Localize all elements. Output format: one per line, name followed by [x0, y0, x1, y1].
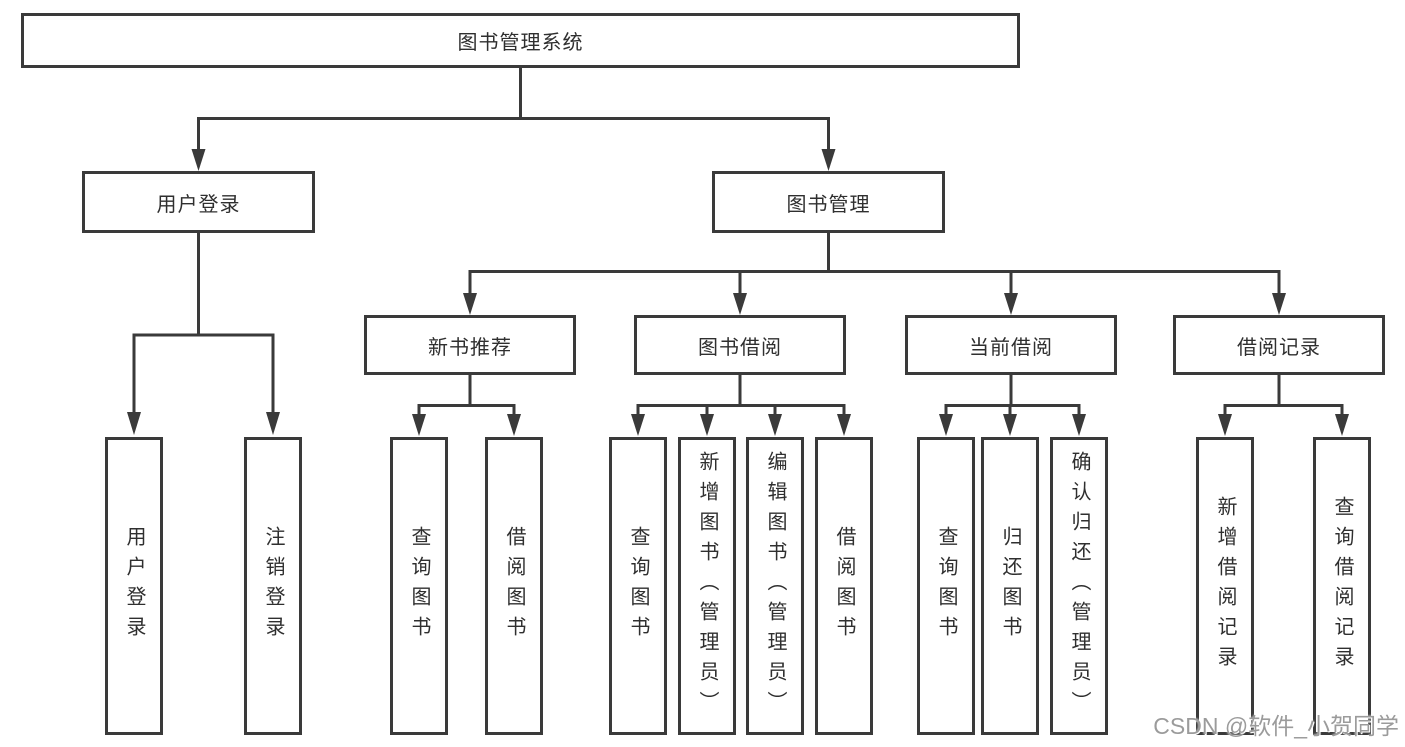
- leaf-label: 新增图书（管理员）: [696, 451, 718, 721]
- leaf-label: 查询图书: [935, 526, 957, 646]
- node-library-system: 图书管理系统: [21, 13, 1020, 68]
- leaf-edit-books-admin: 编辑图书（管理员）: [746, 437, 804, 735]
- leaf-query-borrow-record: 查询借阅记录: [1313, 437, 1371, 735]
- leaf-label: 新增借阅记录: [1214, 496, 1236, 676]
- leaf-label: 查询借阅记录: [1331, 496, 1353, 676]
- leaf-add-borrow-record: 新增借阅记录: [1196, 437, 1254, 735]
- node-label: 用户登录: [156, 193, 241, 216]
- leaf-label: 归还图书: [999, 526, 1021, 646]
- leaf-user-login: 用户登录: [105, 437, 163, 735]
- leaf-label: 查询图书: [627, 526, 649, 646]
- node-current-borrow: 当前借阅: [905, 315, 1117, 375]
- leaf-label: 用户登录: [123, 526, 145, 646]
- node-book-borrow: 图书借阅: [634, 315, 846, 375]
- node-user-login: 用户登录: [82, 171, 315, 233]
- connector-arrowheads: [127, 149, 1349, 436]
- node-label: 借阅记录: [1237, 336, 1321, 359]
- node-label: 图书管理: [786, 193, 871, 216]
- node-label: 图书管理系统: [457, 32, 584, 54]
- node-label: 新书推荐: [428, 336, 512, 359]
- leaf-logout: 注销登录: [244, 437, 302, 735]
- csdn-watermark: CSDN @软件_小贺同学: [1153, 713, 1399, 739]
- leaf-return-books: 归还图书: [981, 437, 1039, 735]
- leaf-borrow-books: 借阅图书: [815, 437, 873, 735]
- node-label: 图书借阅: [698, 336, 782, 359]
- node-label: 当前借阅: [969, 336, 1053, 359]
- connector-lines: [132, 68, 1344, 415]
- leaf-label: 编辑图书（管理员）: [764, 451, 786, 721]
- leaf-add-books-admin: 新增图书（管理员）: [678, 437, 736, 735]
- leaf-confirm-return-admin: 确认归还（管理员）: [1050, 437, 1108, 735]
- leaf-query-books-recommend: 查询图书: [390, 437, 448, 735]
- node-new-book-recommend: 新书推荐: [364, 315, 576, 375]
- leaf-label: 查询图书: [408, 526, 430, 646]
- leaf-borrow-books-recommend: 借阅图书: [485, 437, 543, 735]
- leaf-query-books-current: 查询图书: [917, 437, 975, 735]
- leaf-label: 确认归还（管理员）: [1068, 451, 1090, 721]
- leaf-query-books-borrow: 查询图书: [609, 437, 667, 735]
- leaf-label: 借阅图书: [833, 526, 855, 646]
- node-book-management: 图书管理: [712, 171, 945, 233]
- node-borrow-records: 借阅记录: [1173, 315, 1385, 375]
- leaf-label: 注销登录: [262, 526, 284, 646]
- leaf-label: 借阅图书: [503, 526, 525, 646]
